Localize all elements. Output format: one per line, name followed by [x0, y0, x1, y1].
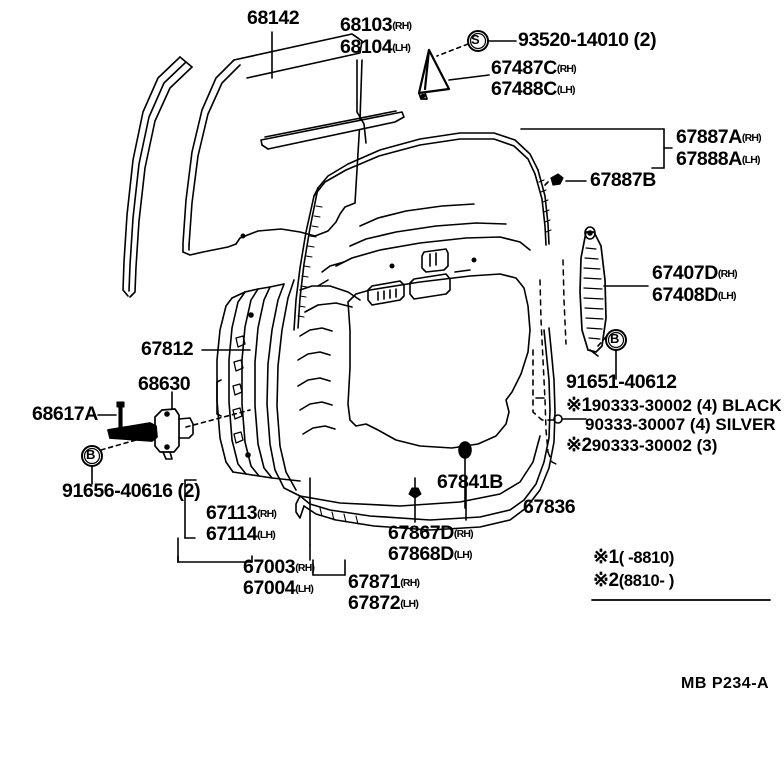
hidden-edge-dashes [539, 259, 567, 467]
footnote-2: ※2(8810- ) [593, 571, 674, 590]
footnote-1: ※1( -8810) [593, 548, 674, 567]
label-68142: 68142 [247, 7, 300, 29]
label-67487C-suffix: (RH) [556, 63, 577, 75]
star2-mark: ※2 [566, 435, 592, 456]
label-68103: 68103(RH) [340, 14, 412, 36]
label-67004-number: 67004 [243, 577, 296, 599]
label-67871-number: 67871 [348, 571, 401, 593]
label-67867D: 67867D(RH) [388, 522, 474, 544]
label-67113: 67113(RH) [206, 502, 277, 524]
label-67487C: 67487C(RH) [491, 57, 577, 79]
label-67868D-number: 67868D [388, 543, 454, 565]
label-67407D-suffix: (RH) [717, 268, 738, 280]
label-91656: 91656-40616 (2) [62, 480, 201, 502]
label-67488C-suffix: (LH) [556, 84, 576, 96]
label-67868D: 67868D(LH) [388, 543, 473, 565]
footnote-1-mark: ※1 [593, 547, 619, 568]
label-68103-number: 68103 [340, 14, 393, 36]
label-67407D: 67407D(RH) [652, 262, 738, 284]
label-90333-three: 90333-30002 (3) [591, 436, 718, 455]
part-67407D-door-check [579, 226, 607, 357]
label-67836: 67836 [523, 496, 576, 518]
label-67003-suffix: (RH) [295, 562, 315, 574]
label-67868D-suffix: (LH) [453, 549, 473, 561]
part-67113-inner-panel [216, 283, 301, 482]
part-68103-belt-moulding [260, 110, 405, 150]
label-67872-suffix: (LH) [400, 598, 419, 610]
label-93520: 93520-14010 (2) [518, 29, 657, 51]
label-67887B: 67887B [590, 169, 656, 191]
footnote-2-mark: ※2 [593, 570, 619, 591]
label-67408D: 67408D(LH) [652, 284, 737, 306]
label-68617A: 68617A [32, 403, 98, 425]
label-90333-black: 90333-30002 (4) BLACK [591, 396, 782, 415]
label-67113-suffix: (RH) [257, 508, 277, 520]
part-67003-door-panel-assy [266, 203, 541, 507]
label-67003: 67003(RH) [243, 556, 315, 578]
label-67888A: 67888A(LH) [676, 148, 761, 170]
symbol-B-icon-right: B [610, 331, 620, 346]
label-68104-number: 68104 [340, 36, 393, 58]
label-90333-black-row: ※190333-30002 (4) BLACK [566, 396, 782, 415]
footnote-1-text: ( -8810) [618, 549, 675, 567]
label-67114-number: 67114 [206, 523, 258, 545]
footnote-2-text: (8810- ) [618, 572, 675, 590]
label-67887A: 67887A(RH) [676, 126, 762, 148]
label-67114-suffix: (LH) [257, 529, 276, 541]
label-67812: 67812 [141, 338, 194, 360]
symbol-S-icon: S [471, 32, 480, 47]
part-68142-frame-moulding [122, 56, 193, 298]
label-90333-silver: 90333-30007 (4) SILVER [585, 415, 776, 434]
part-67887A-opening-weatherstrip [293, 132, 552, 331]
symbol-B-icon-left: B [86, 447, 96, 462]
label-68104: 68104(LH) [340, 36, 411, 58]
label-67887A-number: 67887A [676, 126, 742, 148]
label-67408D-suffix: (LH) [717, 290, 737, 302]
part-67867D-clip [408, 477, 422, 507]
label-67114: 67114(LH) [206, 523, 276, 545]
leader-lines [91, 31, 673, 576]
label-67488C: 67488C(LH) [491, 78, 576, 100]
part-67887B-clip [544, 173, 564, 186]
part-90333-grommet [553, 414, 587, 424]
label-67488C-number: 67488C [491, 78, 557, 100]
star1-mark: ※1 [566, 395, 592, 416]
label-67004: 67004(LH) [243, 577, 314, 599]
label-67871-suffix: (RH) [400, 577, 420, 589]
label-67113-number: 67113 [206, 502, 258, 524]
part-67836-stopper [458, 441, 472, 499]
label-68630: 68630 [138, 373, 191, 395]
label-67867D-number: 67867D [388, 522, 454, 544]
part-67841B-lower-weatherstrip [295, 327, 556, 531]
part-67487C-bracket [417, 48, 451, 100]
label-90333-three-row: ※290333-30002 (3) [566, 436, 717, 455]
label-91651: 91651-40612 [566, 371, 677, 393]
part-68617A-bolt [116, 401, 125, 428]
label-67407D-number: 67407D [652, 262, 718, 284]
part-68630-door-check-assembly [107, 408, 194, 460]
label-68103-suffix: (RH) [392, 20, 412, 32]
label-67872-number: 67872 [348, 592, 401, 614]
label-67487C-number: 67487C [491, 57, 557, 79]
label-67004-suffix: (LH) [295, 583, 314, 595]
label-67871: 67871(RH) [348, 571, 420, 593]
label-67872: 67872(LH) [348, 592, 419, 614]
part-68103-door-glass [182, 33, 363, 256]
label-67003-number: 67003 [243, 556, 296, 578]
label-68104-suffix: (LH) [392, 42, 411, 54]
label-67888A-suffix: (LH) [741, 154, 761, 166]
label-67887A-suffix: (RH) [741, 132, 762, 144]
label-67888A-number: 67888A [676, 148, 742, 170]
sheet-code: MB P234-A [681, 675, 770, 692]
label-67867D-suffix: (RH) [453, 528, 474, 540]
label-67408D-number: 67408D [652, 284, 718, 306]
label-67841B: 67841B [437, 471, 503, 493]
